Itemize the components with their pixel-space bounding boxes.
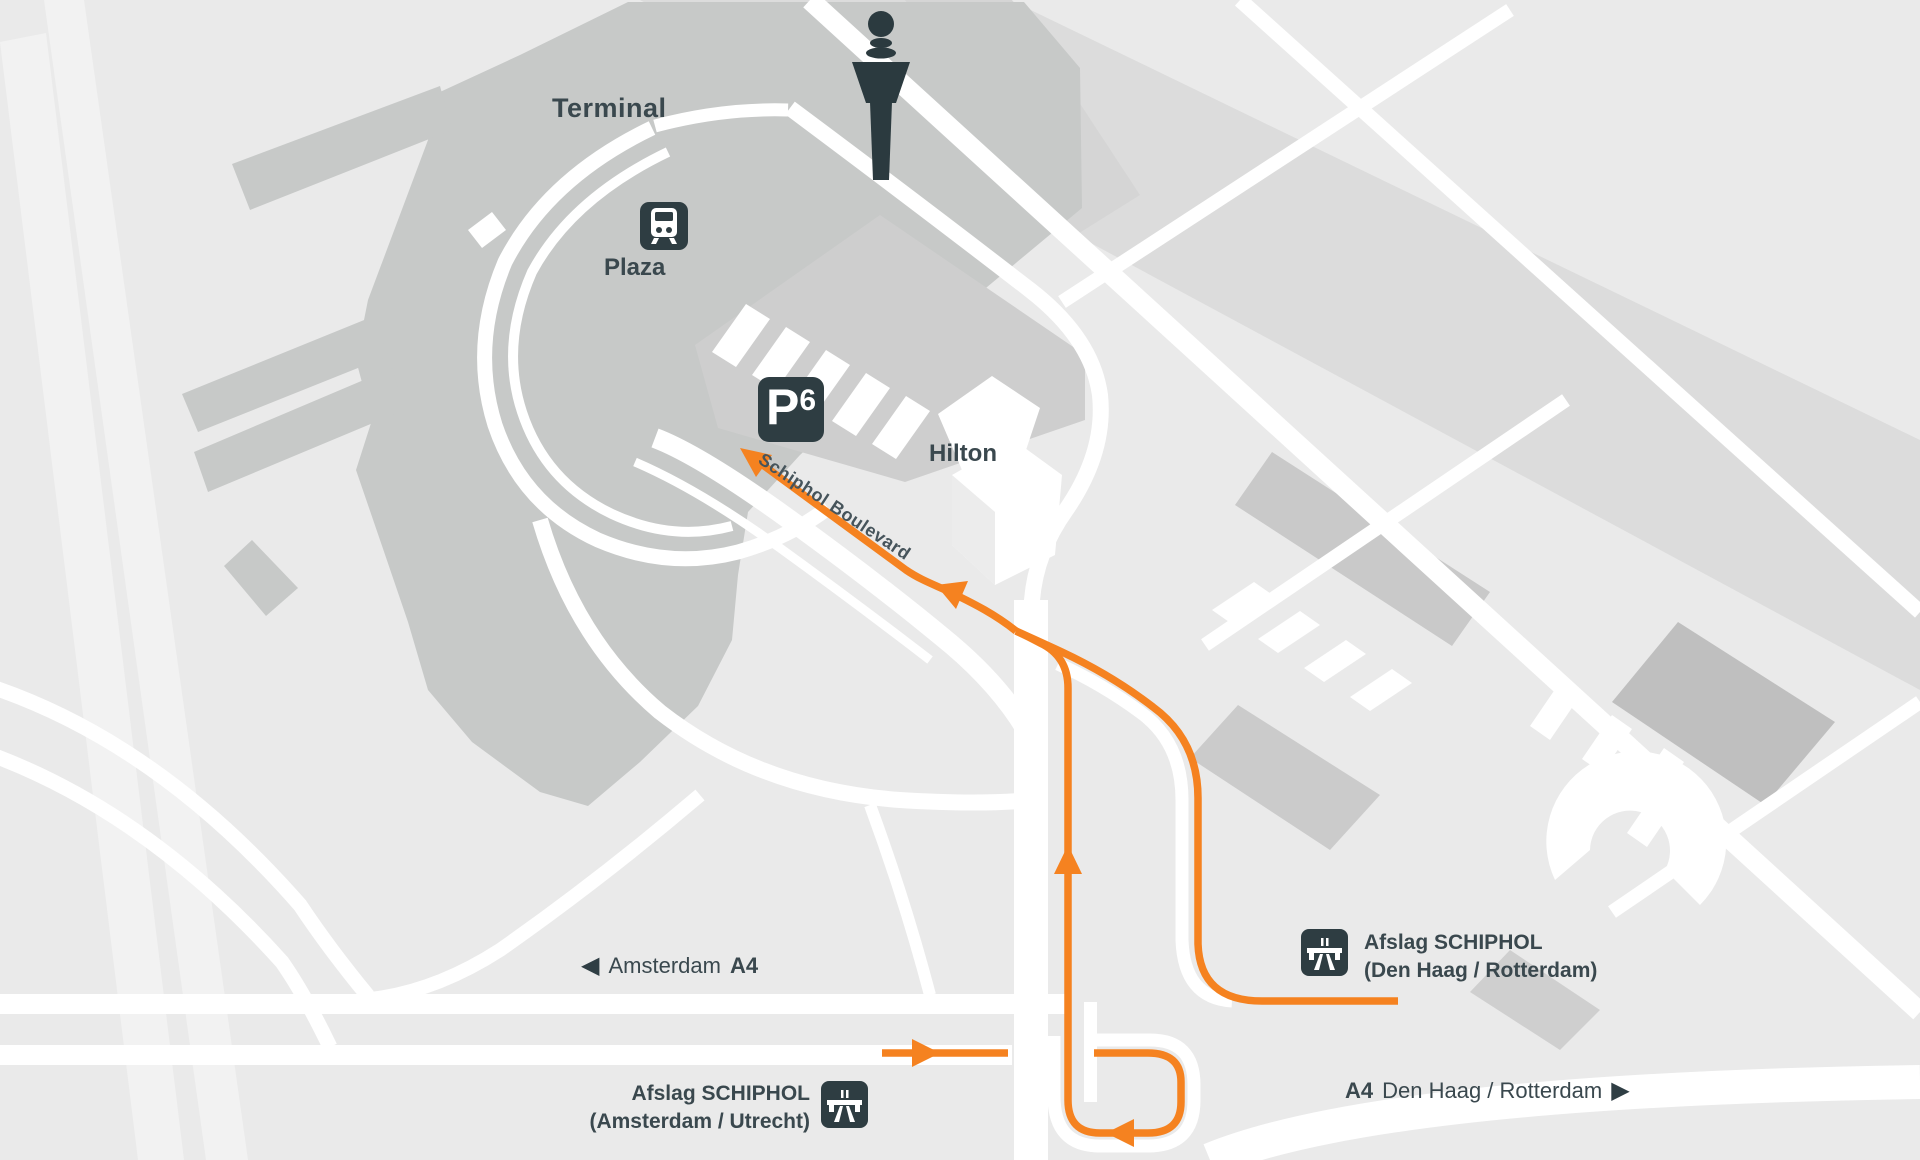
exit-south-line2: (Amsterdam / Utrecht) xyxy=(589,1110,810,1133)
arrow-left-icon: ◀ xyxy=(581,952,600,979)
direction-amsterdam-city: Amsterdam xyxy=(608,953,721,978)
route-u-turn-segment xyxy=(1014,627,1185,1137)
p6-parking-sign: P 6 xyxy=(758,377,824,442)
office-buildings xyxy=(1212,582,1727,905)
north-south-road xyxy=(1014,600,1048,1160)
control-tower-icon xyxy=(852,11,910,180)
train-station-icon xyxy=(640,202,688,250)
terminal-label: Terminal xyxy=(552,93,667,123)
route-arrow-east xyxy=(912,1039,940,1067)
route-arrows xyxy=(740,448,1134,1147)
office-park-shadows xyxy=(1190,452,1835,1050)
a4-east-swoosh xyxy=(1203,1065,1920,1160)
schiphol-boulevard-road xyxy=(651,428,1041,745)
route-from-east-exit xyxy=(1014,627,1398,1005)
a4-eastbound-road xyxy=(0,1045,1012,1065)
exit-east-line2: (Den Haag / Rotterdam) xyxy=(1364,959,1598,982)
a4-westbound-road xyxy=(0,994,1070,1014)
curved-building xyxy=(1546,751,1727,905)
route-arrow-north xyxy=(1054,845,1082,874)
arrow-right-icon: ▶ xyxy=(1611,1077,1630,1104)
plaza-label: Plaza xyxy=(604,254,666,281)
u-turn-ramp-road xyxy=(1047,1033,1201,1153)
p6-sign-number: 6 xyxy=(799,384,817,417)
runway-bands xyxy=(0,0,248,1160)
direction-den-haag-rotterdam: A4 Den Haag / Rotterdam ▶ xyxy=(1345,1078,1630,1104)
exit-south-line1: Afslag SCHIPHOL xyxy=(631,1082,810,1105)
direction-east-city: Den Haag / Rotterdam xyxy=(1382,1078,1603,1103)
motorway-exit-south-icon xyxy=(821,1081,868,1128)
route-arrow-uturn xyxy=(1106,1119,1134,1147)
route-arrow-to-p6 xyxy=(740,448,772,477)
direction-amsterdam: ◀ Amsterdam A4 xyxy=(581,953,758,979)
ring-road-inner xyxy=(477,121,833,567)
p6-sign-letter: P xyxy=(765,379,800,435)
exit-schiphol-south-label: Afslag SCHIPHOL (Amsterdam / Utrecht) xyxy=(589,1080,810,1136)
direction-east-road: A4 xyxy=(1345,1078,1374,1103)
motorway-exit-east-icon xyxy=(1301,929,1348,976)
hilton-building xyxy=(952,440,1062,585)
exit-east-line1: Afslag SCHIPHOL xyxy=(1364,931,1543,954)
exit-schiphol-east-label: Afslag SCHIPHOL (Den Haag / Rotterdam) xyxy=(1364,929,1597,985)
route-arrow-west xyxy=(936,581,968,609)
direction-amsterdam-road: A4 xyxy=(729,953,759,978)
route-to-p6 xyxy=(753,456,1398,1137)
hilton-label: Hilton xyxy=(929,440,997,467)
